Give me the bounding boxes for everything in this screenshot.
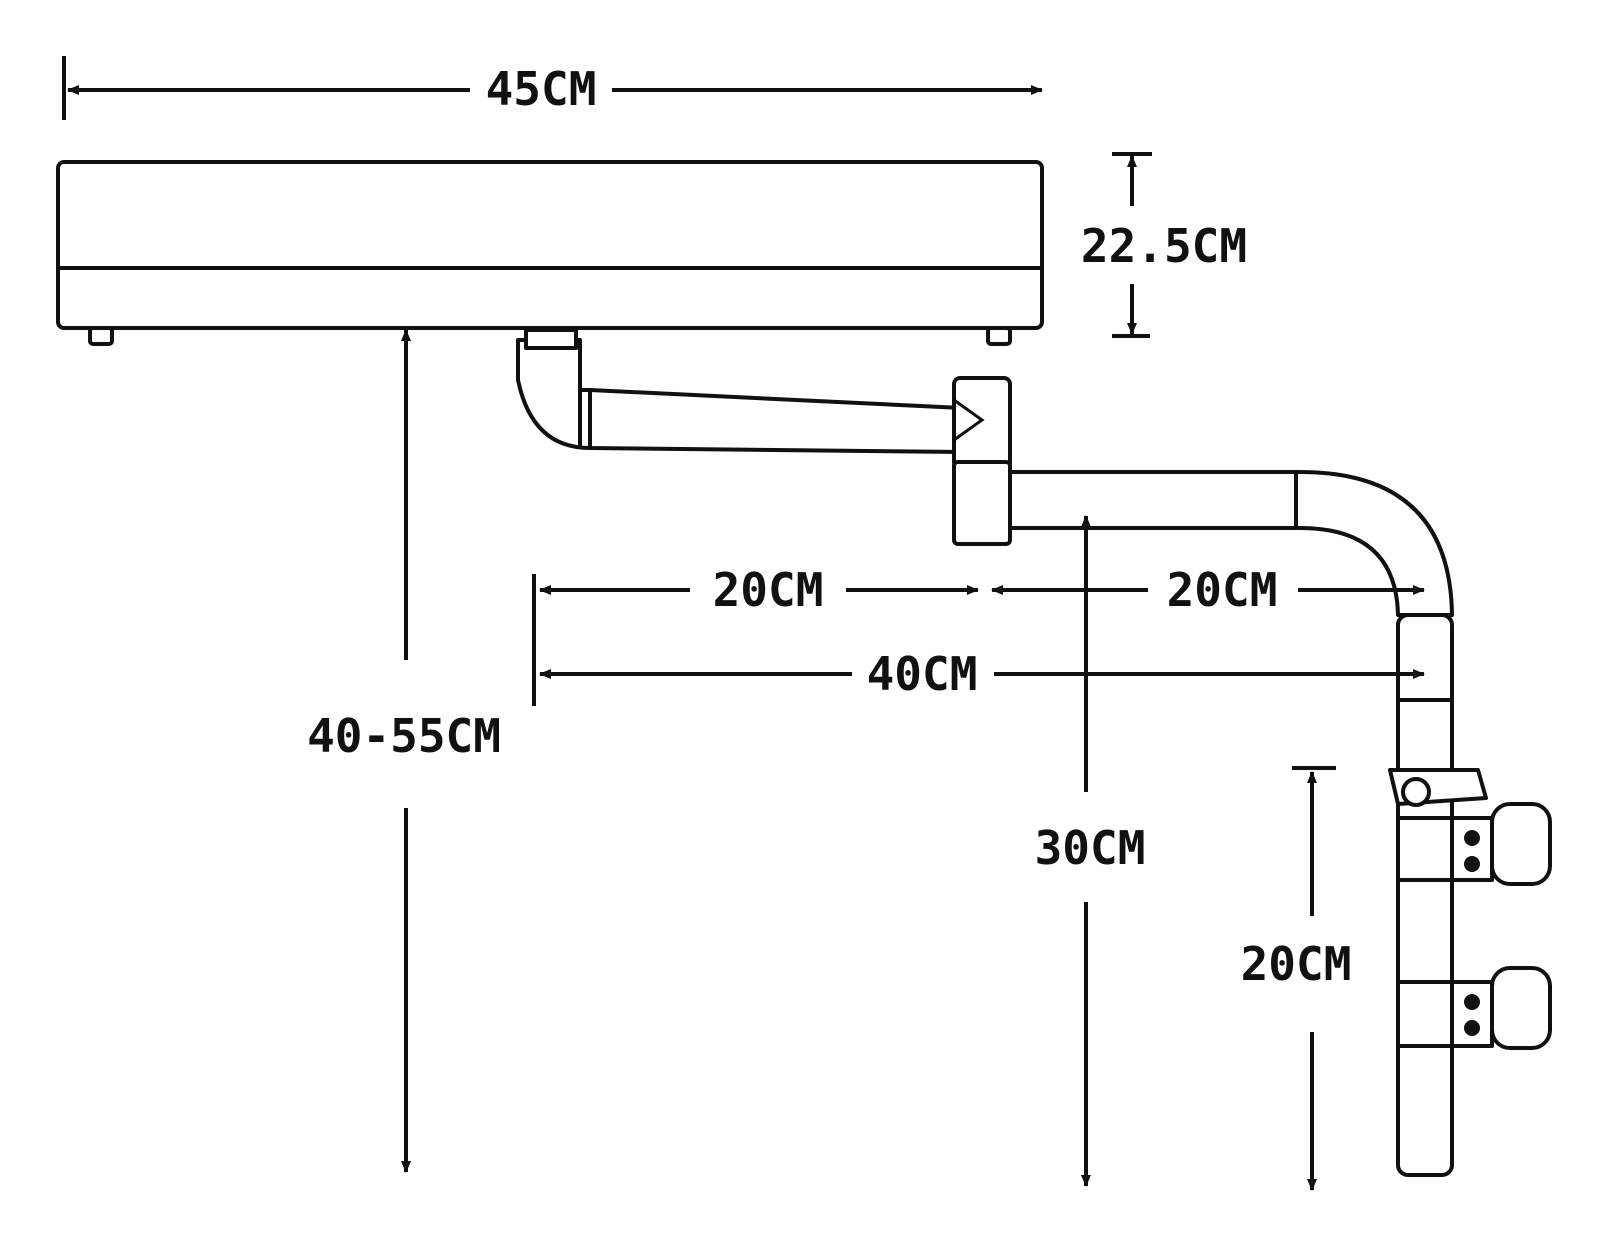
dimension-arm-reach: 20CM 20CM 40CM <box>532 563 1425 706</box>
dimension-pad-width: 45CM <box>62 56 1043 120</box>
clamp-spacing-label: 20CM <box>1241 937 1352 991</box>
pad-foot-right <box>986 326 1012 346</box>
middle-joint-lower <box>952 460 1012 546</box>
overall-height-label: 40-55CM <box>307 709 501 763</box>
post-height-label: 30CM <box>1035 821 1146 875</box>
top-joint-cap <box>524 328 578 350</box>
pad-height-label: 22.5CM <box>1081 219 1247 273</box>
arm-segment-2-label: 20CM <box>1167 563 1278 617</box>
dimension-overall-height: 40-55CM <box>307 329 501 1173</box>
locking-knob <box>1388 768 1488 807</box>
dimension-clamp-spacing: 20CM <box>1241 766 1352 1191</box>
arm-segment-1-label: 20CM <box>713 563 824 617</box>
lower-swing-arm <box>952 460 1454 617</box>
pad-width-label: 45CM <box>486 62 597 116</box>
upper-swing-arm <box>516 328 1012 470</box>
middle-joint-upper <box>952 376 1012 470</box>
dimension-post-height: 30CM <box>1035 515 1146 1187</box>
pad-foot-left <box>88 326 114 346</box>
arm-reach-label: 40CM <box>867 647 978 701</box>
vertical-post <box>1396 613 1454 1177</box>
upper-post-clamp <box>1450 802 1552 886</box>
dimension-pad-height: 22.5CM <box>1081 152 1247 338</box>
arm-pad <box>56 160 1044 346</box>
lower-post-clamp <box>1450 966 1552 1050</box>
